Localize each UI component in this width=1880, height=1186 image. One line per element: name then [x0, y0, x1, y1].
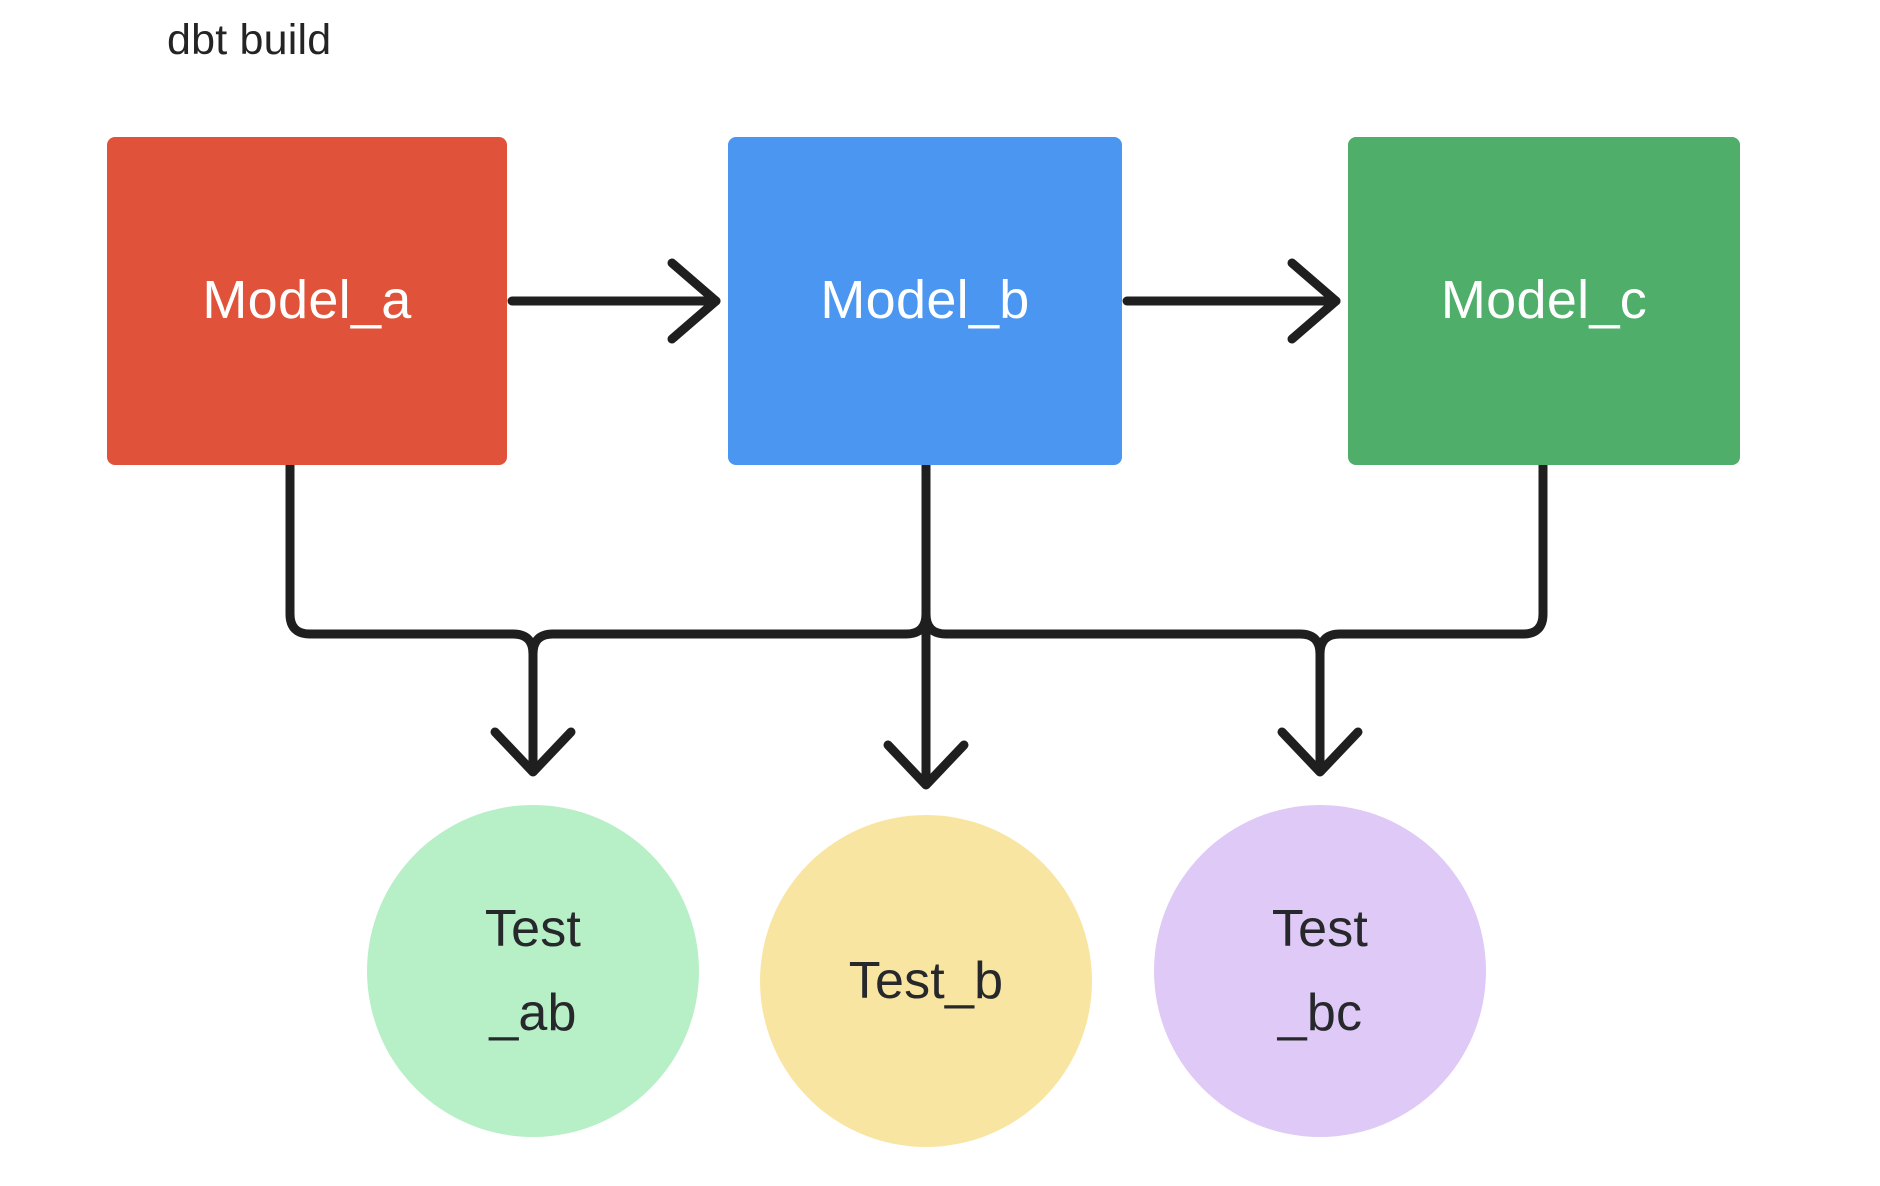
- node-model-c-label: Model_c: [1440, 270, 1648, 331]
- edge-model-a-to-model-b: [507, 258, 721, 344]
- edge-model-b-to-test-ab: [528, 460, 931, 659]
- page-title: dbt build: [167, 16, 332, 64]
- node-model-a[interactable]: Model_a: [107, 137, 507, 465]
- node-test-ab-label-line2: _ab: [489, 984, 577, 1042]
- node-model-a-label: Model_a: [202, 270, 412, 331]
- edge-model-a-to-test-ab: [285, 460, 576, 777]
- edge-model-c-to-test-bc: [1315, 460, 1548, 659]
- edge-model-b-to-test-bc: [921, 609, 1363, 777]
- node-test-ab[interactable]: Test _ab: [367, 805, 699, 1137]
- node-test-bc-label-line1: Test: [1271, 899, 1369, 958]
- node-test-bc-label-line2: _bc: [1277, 984, 1363, 1042]
- node-test-bc[interactable]: Test _bc: [1154, 805, 1486, 1137]
- edge-model-b-to-test-b: [883, 460, 969, 790]
- node-model-b-label: Model_b: [820, 270, 1030, 331]
- node-model-b[interactable]: Model_b: [728, 137, 1122, 465]
- node-test-b-label-line1: Test_b: [848, 951, 1004, 1010]
- node-model-c[interactable]: Model_c: [1348, 137, 1740, 465]
- node-test-ab-label-line1: Test: [484, 899, 582, 958]
- edge-model-b-to-model-c: [1122, 258, 1341, 344]
- node-test-b[interactable]: Test_b: [760, 815, 1092, 1147]
